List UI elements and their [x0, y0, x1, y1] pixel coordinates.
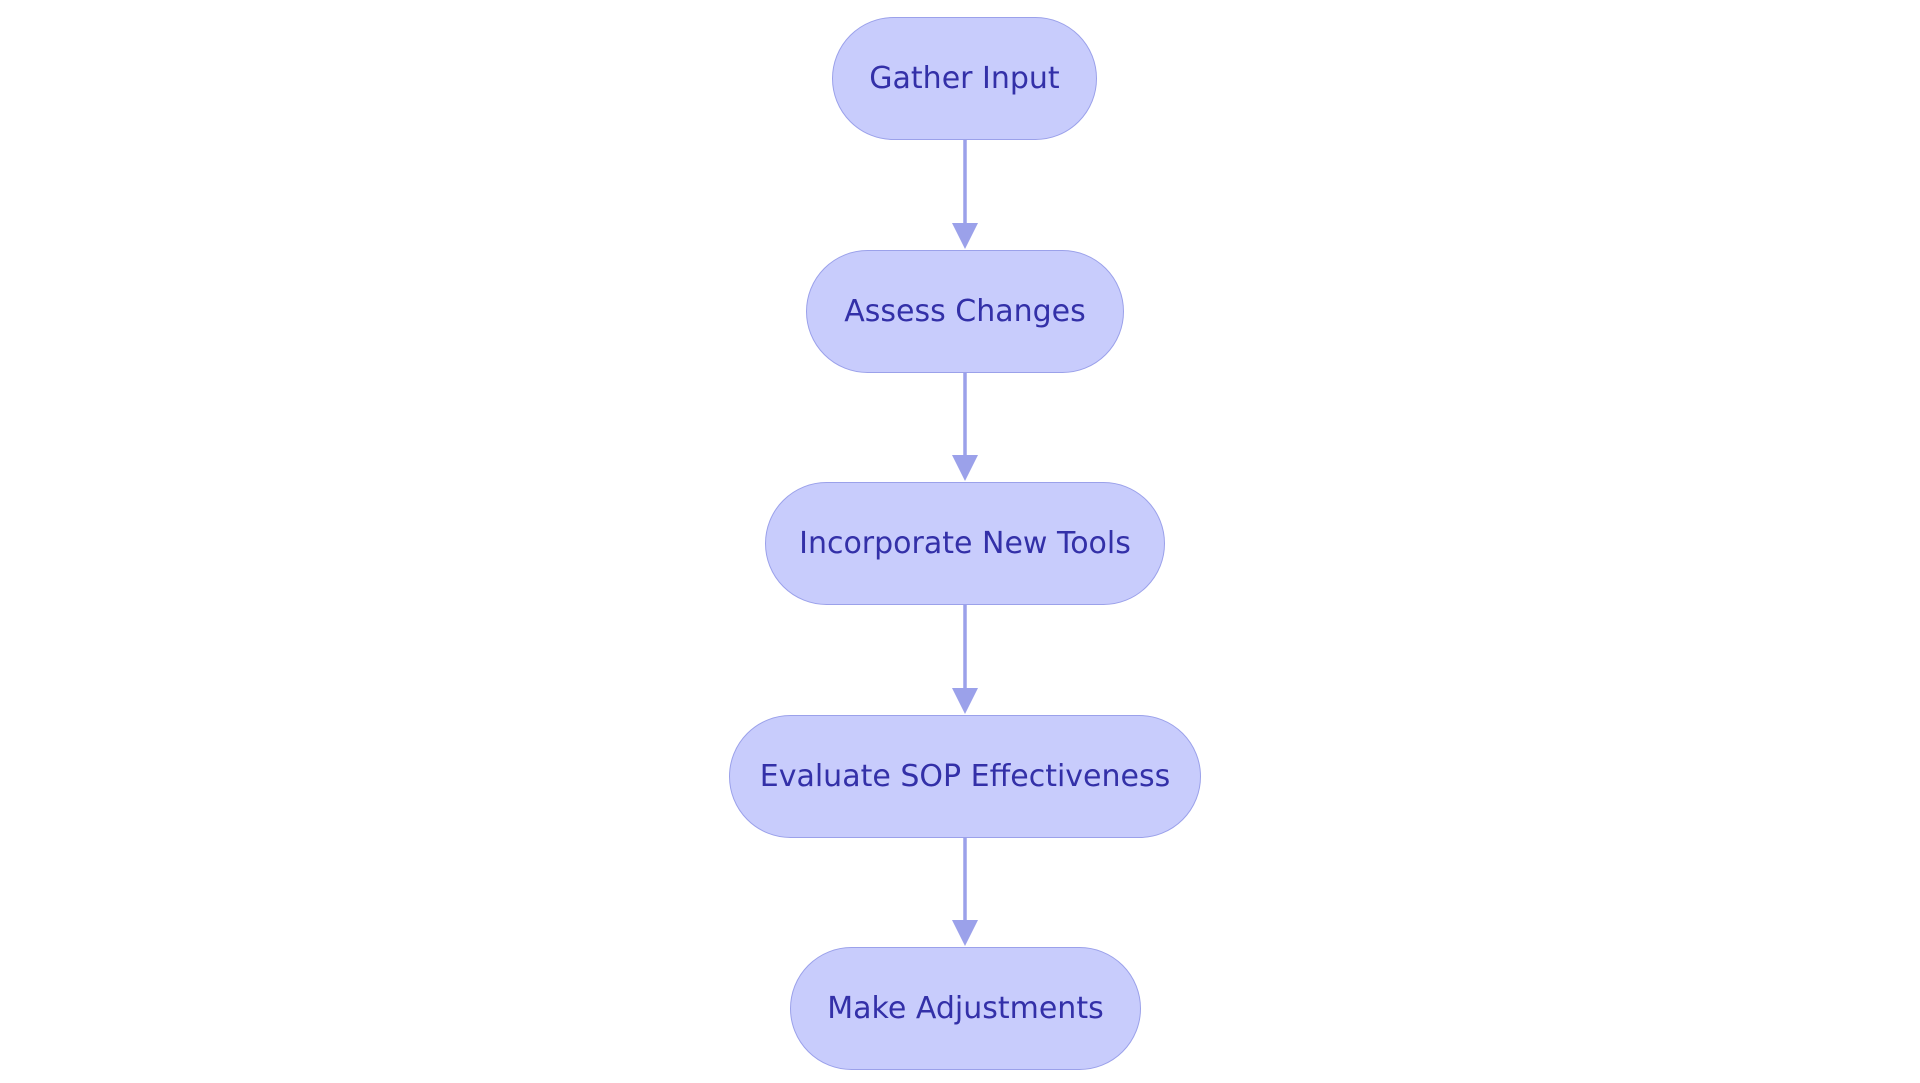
- node-make-adjustments: Make Adjustments: [790, 947, 1141, 1070]
- node-label: Gather Input: [869, 61, 1060, 96]
- edge-assess-changes-to-incorporate-new-tools: [952, 373, 978, 481]
- node-evaluate-sop-effectiveness: Evaluate SOP Effectiveness: [729, 715, 1201, 838]
- node-incorporate-new-tools: Incorporate New Tools: [765, 482, 1165, 605]
- node-label: Evaluate SOP Effectiveness: [759, 759, 1171, 794]
- node-gather-input: Gather Input: [832, 17, 1097, 140]
- node-label: Assess Changes: [844, 294, 1086, 329]
- node-label: Make Adjustments: [827, 991, 1104, 1026]
- edge-incorporate-new-tools-to-evaluate-sop-effectiveness: [952, 605, 978, 714]
- edge-gather-input-to-assess-changes: [952, 140, 978, 249]
- node-assess-changes: Assess Changes: [806, 250, 1124, 373]
- node-label: Incorporate New Tools: [799, 526, 1131, 561]
- edge-evaluate-sop-effectiveness-to-make-adjustments: [952, 838, 978, 946]
